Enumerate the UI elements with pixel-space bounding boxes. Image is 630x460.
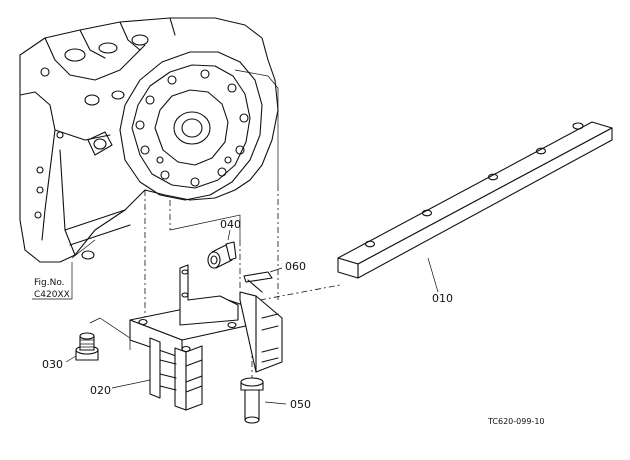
gear-plate <box>119 51 263 201</box>
drawbar-bracket: 020 <box>90 264 283 411</box>
engine-block <box>19 17 279 263</box>
label-020: 020 <box>90 384 111 397</box>
guide-lines <box>89 69 341 380</box>
label-060: 060 <box>285 260 306 273</box>
label-040: 040 <box>220 218 241 231</box>
drawbar: 010 <box>337 121 613 305</box>
snap-pin: 060 <box>243 260 306 293</box>
label-010: 010 <box>432 292 453 305</box>
label-030: 030 <box>42 358 63 371</box>
bolt-collar: 040 <box>207 218 241 269</box>
figure-reference: Fig.No. C420XX <box>32 239 96 300</box>
fig-ref-line1: Fig.No. <box>34 278 65 288</box>
label-050: 050 <box>290 398 311 411</box>
fig-ref-line2: C420XX <box>34 290 70 300</box>
pin: 050 <box>240 377 311 424</box>
drawing-code: TC620-099-10 <box>487 417 545 426</box>
bolt: 030 <box>42 332 99 371</box>
